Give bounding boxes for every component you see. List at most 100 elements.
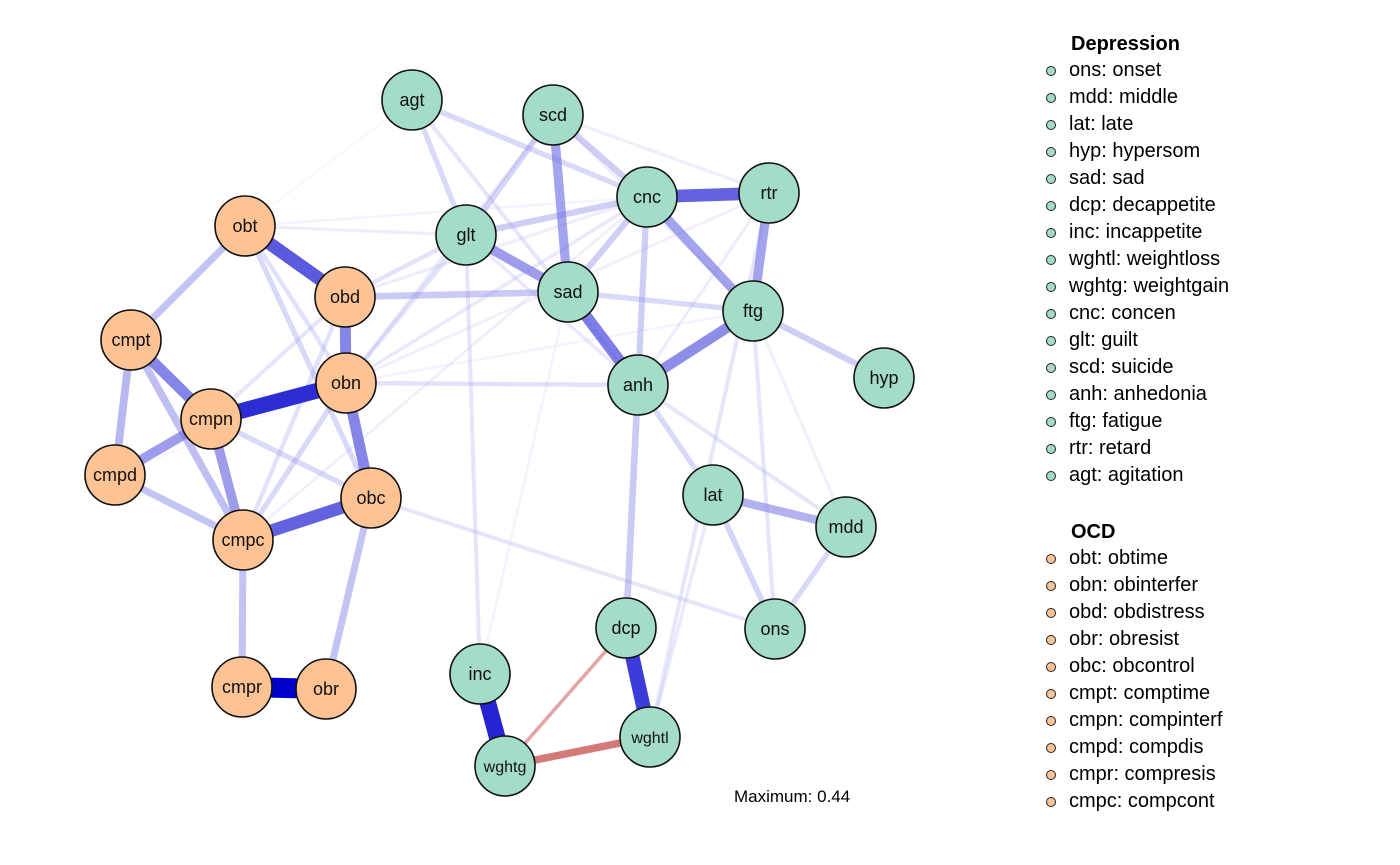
edge-cnc-cmpc: [242, 195, 648, 542]
node-scd: scd: [522, 84, 584, 146]
edge-obt-obn: [243, 224, 348, 385]
legend-dot-icon: [1046, 553, 1056, 564]
legend-item-label: rtr: retard: [1069, 437, 1152, 459]
legend-item: ons: onset: [1046, 57, 1229, 84]
node-circle-cmpn: [180, 388, 242, 450]
legend-item: ftg: fatigue: [1046, 408, 1229, 435]
node-obc: obc: [340, 467, 402, 529]
node-cmpn: cmpn: [180, 388, 242, 450]
node-circle-rtr: [738, 162, 800, 224]
legend-item: wghtg: weightgain: [1046, 273, 1229, 300]
legend-item-label: mdd: middle: [1069, 86, 1178, 108]
legend-dot-icon: [1046, 362, 1056, 373]
edge-sad-inc: [478, 291, 570, 675]
legend-dot-icon: [1046, 254, 1056, 265]
legend-dot-icon: [1046, 389, 1056, 400]
node-label-agt: agt: [399, 90, 424, 110]
legend-dot-icon: [1046, 65, 1056, 76]
node-circle-sad: [537, 261, 599, 323]
legend-item-label: glt: guilt: [1069, 329, 1138, 351]
legend-dot-icon: [1046, 227, 1056, 238]
node-ftg: ftg: [722, 280, 784, 342]
edge-glt-inc: [463, 234, 483, 675]
legend-item-label: wghtl: weightloss: [1069, 248, 1221, 270]
node-circle-ons: [744, 598, 806, 660]
node-circle-hyp: [853, 347, 915, 409]
node-label-anh: anh: [623, 375, 653, 395]
legend-dot-icon: [1046, 146, 1056, 157]
legend-item-label: agt: agitation: [1069, 464, 1184, 486]
legend-item-label: obc: obcontrol: [1069, 655, 1195, 677]
legend-dot-icon: [1046, 688, 1056, 699]
node-circle-wghtl: [619, 706, 681, 768]
legend-item-label: obr: obresist: [1069, 628, 1180, 650]
node-obt: obt: [214, 195, 276, 257]
legend-item: obd: obdistress: [1046, 599, 1229, 626]
legend-item: glt: guilt: [1046, 327, 1229, 354]
legend-dot-icon: [1046, 661, 1056, 672]
node-circle-obr: [295, 658, 357, 720]
legend-item-label: lat: late: [1069, 113, 1134, 135]
node-label-obn: obn: [331, 373, 361, 393]
node-label-inc: inc: [468, 664, 491, 684]
legend-dot-icon: [1046, 607, 1056, 618]
edge-obt-glt: [244, 224, 467, 237]
legend-item-label: scd: suicide: [1069, 356, 1174, 378]
maximum-label: Maximum: 0.44: [734, 787, 851, 806]
node-label-scd: scd: [539, 105, 567, 125]
node-circle-glt: [435, 204, 497, 266]
node-hyp: hyp: [853, 347, 915, 409]
node-circle-cmpc: [212, 509, 274, 571]
node-label-mdd: mdd: [828, 517, 863, 537]
legend-item: dcp: decappetite: [1046, 192, 1229, 219]
legend-item: scd: suicide: [1046, 354, 1229, 381]
legend-item: obn: obinterfer: [1046, 572, 1229, 599]
node-label-rtr: rtr: [761, 183, 778, 203]
node-agt: agt: [381, 69, 443, 131]
node-label-ons: ons: [760, 619, 789, 639]
legend-dot-icon: [1046, 715, 1056, 726]
edge-ftg-mdd: [751, 310, 848, 528]
node-obr: obr: [295, 658, 357, 720]
edge-obd-cmpc: [240, 296, 348, 541]
node-sad: sad: [537, 261, 599, 323]
legend-item-label: cmpd: compdis: [1069, 736, 1204, 758]
node-cmpd: cmpd: [84, 444, 146, 506]
edge-obd-sad: [344, 288, 569, 301]
legend-item: lat: late: [1046, 111, 1229, 138]
node-label-cmpr: cmpr: [222, 677, 262, 697]
legend-item-label: ftg: fatigue: [1069, 410, 1163, 432]
legend-item: obt: obtime: [1046, 545, 1229, 572]
node-lat: lat: [682, 464, 744, 526]
edge-rtr-anh: [636, 192, 771, 386]
legend-item-label: inc: incappetite: [1069, 221, 1203, 243]
node-circle-scd: [522, 84, 584, 146]
edge-anh-dcp: [622, 384, 642, 629]
node-cmpc: cmpc: [212, 509, 274, 571]
legend-dot-icon: [1046, 580, 1056, 591]
legend-dot-icon: [1046, 281, 1056, 292]
legend-dot-icon: [1046, 470, 1056, 481]
node-label-wghtg: wghtg: [483, 759, 527, 776]
node-circle-obn: [315, 352, 377, 414]
node-obd: obd: [314, 266, 376, 328]
legend-item: cmpd: compdis: [1046, 734, 1229, 761]
legend-item-label: cmpn: compinterf: [1069, 709, 1223, 731]
node-label-obd: obd: [330, 287, 360, 307]
node-circle-mdd: [815, 496, 877, 558]
legend-item: cmpc: compcont: [1046, 788, 1229, 815]
legend-dot-icon: [1046, 92, 1056, 103]
legend-item-label: obd: obdistress: [1069, 601, 1205, 623]
edge-ftg-obn: [345, 309, 754, 385]
legend-item-label: hyp: hypersom: [1069, 140, 1201, 162]
edge-cmpt-cmpc: [127, 338, 247, 542]
legend-item: hyp: hypersom: [1046, 138, 1229, 165]
node-circle-lat: [682, 464, 744, 526]
legend-item-label: sad: sad: [1069, 167, 1145, 189]
node-glt: glt: [435, 204, 497, 266]
node-label-obc: obc: [356, 488, 385, 508]
edge-lat-wghtl: [648, 494, 715, 738]
node-label-hyp: hyp: [869, 368, 898, 388]
legend-dot-icon: [1046, 769, 1056, 780]
